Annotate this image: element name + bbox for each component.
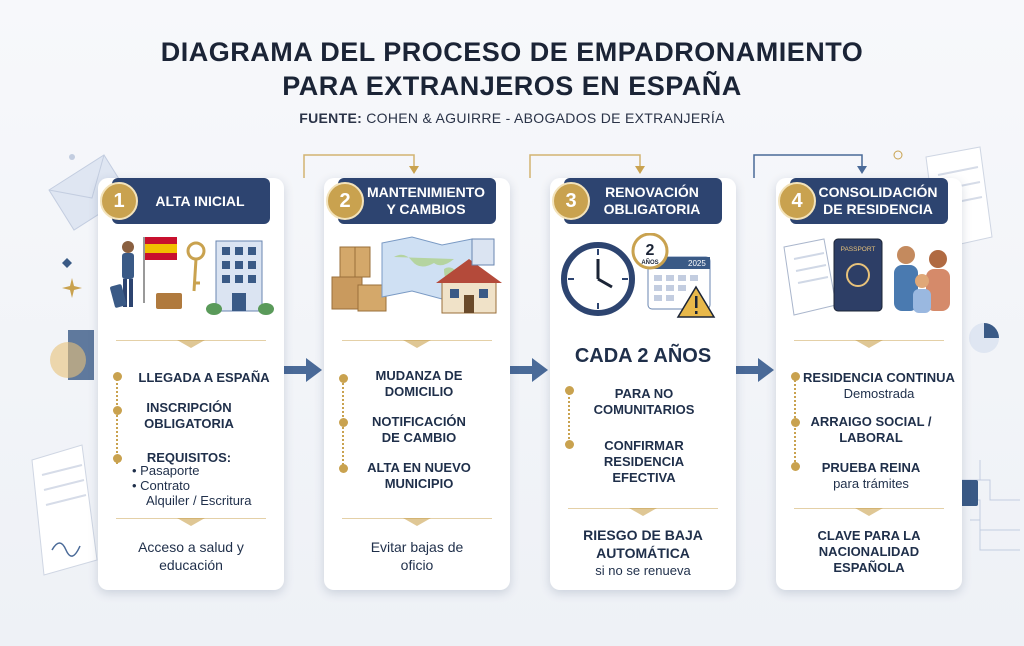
step-3-footer-sub: si no se renueva (595, 563, 691, 578)
step-4-item-3-sub: para trámites (833, 476, 909, 491)
requirement-contract: • Contrato (132, 478, 191, 493)
step-3-item-1: PARA NO COMUNITARIOS (593, 386, 695, 417)
step-card-1: 1 ALTA INICIAL (98, 178, 284, 590)
warning-icon (676, 285, 716, 318)
step-4-item-2: ARRAIGO SOCIAL / LABORAL (810, 414, 932, 445)
keys-icon (186, 241, 206, 292)
step-2-item-3: ALTA EN NUEVO MUNICIPIO (367, 460, 471, 491)
sparkle-icon (62, 278, 82, 298)
step-4-item-1: RESIDENCIA CONTINUA Demostrada (796, 370, 962, 402)
step-3-title-line1: RENOVACIÓN (605, 184, 699, 200)
step-1-item-1: LLEGADA A ESPAÑA (138, 370, 270, 385)
step-3-number: 3 (552, 182, 590, 220)
step-4-item-1-title: RESIDENCIA CONTINUA (803, 370, 955, 385)
step-4-number: 4 (778, 182, 816, 220)
step-2-item-1: MUDANZA DE DOMICILIO (375, 368, 463, 399)
badge-number: 2 (646, 242, 655, 259)
traveler-arrival-illustration (110, 237, 274, 315)
step-3-highlight: CADA 2 AÑOS (574, 345, 712, 367)
step-1-title: ALTA INICIAL (155, 192, 245, 209)
step-3-footer: RIESGO DE BAJA AUTOMÁTICA (583, 527, 703, 561)
circuit-icon (958, 460, 1020, 551)
step-1-number: 1 (100, 182, 138, 220)
boxes-icon (331, 246, 387, 312)
step-2-title-line2: Y CAMBIOS (386, 201, 466, 217)
step-4-item-1-sub: Demostrada (843, 386, 915, 401)
renewal-illustration: 2025 2 AÑOS (561, 233, 716, 318)
arrow-step1-to-2 (284, 358, 322, 382)
step-1-footer: Acceso a salud y educación (138, 539, 244, 573)
connector-lines (69, 150, 903, 178)
moving-illustration (331, 236, 502, 314)
requirement-passport: • Pasaporte (132, 463, 200, 478)
step-2-title-line1: MANTENIMIENTO (367, 184, 485, 200)
source-credit: FUENTE: COHEN & AGUIRRE - ABOGADOS DE EX… (0, 110, 1024, 126)
spain-flag-icon (143, 237, 177, 303)
document-icon (31, 444, 98, 576)
step-4-footer: CLAVE PARA LA NACIONALIDAD ESPAÑOLA (817, 528, 921, 575)
source-text: COHEN & AGUIRRE - ABOGADOS DE EXTRANJERÍ… (362, 110, 725, 126)
step-4-item-3-title: PRUEBA REINA (821, 460, 921, 475)
clock-icon (561, 242, 635, 316)
step-1-item-2: INSCRIPCIÓN OBLIGATORIA (144, 400, 234, 431)
step-4-title-line2: DE RESIDENCIA (823, 201, 933, 217)
arrow-step3-to-4 (736, 358, 774, 382)
diagram-title-line2: PARA EXTRANJEROS EN ESPAÑA (282, 71, 742, 101)
source-label: FUENTE: (299, 110, 363, 126)
step-1-requirements: • Pasaporte • Contrato Alquiler / Escrit… (126, 463, 286, 508)
pie-decoration-icon (50, 330, 94, 380)
step-4-item-3: PRUEBA REINA para trámites (806, 460, 936, 492)
passport-label: PASSPORT (841, 246, 876, 253)
step-3-item-2: CONFIRMAR RESIDENCIA EFECTIVA (603, 438, 685, 485)
step-2-footer: Evitar bajas de oficio (370, 539, 464, 573)
pie-decoration-right-icon (969, 323, 999, 353)
badge-label: AÑOS (641, 259, 658, 266)
calendar-year: 2025 (688, 259, 706, 268)
requirement-lease: Alquiler / Escritura (146, 493, 252, 508)
arrow-step2-to-3 (510, 358, 548, 382)
family-icon (894, 246, 950, 313)
passport-icon: PASSPORT (833, 238, 883, 312)
diagram-title-line1: DIAGRAMA DEL PROCESO DE EMPADRONAMIENTO (160, 37, 864, 67)
step-2-item-2: NOTIFICACIÓN DE CAMBIO (372, 414, 466, 445)
building-icon (206, 240, 274, 315)
step-4-title-line1: CONSOLIDACIÓN (818, 184, 938, 200)
house-icon (436, 259, 502, 314)
step-3-title-line2: OBLIGATORIA (603, 201, 701, 217)
certificate-icon (783, 238, 837, 316)
consolidation-illustration: PASSPORT (783, 238, 950, 316)
step-2-number: 2 (326, 182, 364, 220)
diamond-icon (62, 258, 72, 268)
step-1-header: 1 ALTA INICIAL (100, 178, 270, 224)
step-1-item-3: REQUISITOS: (146, 450, 232, 465)
two-years-badge: 2 AÑOS (631, 233, 669, 270)
